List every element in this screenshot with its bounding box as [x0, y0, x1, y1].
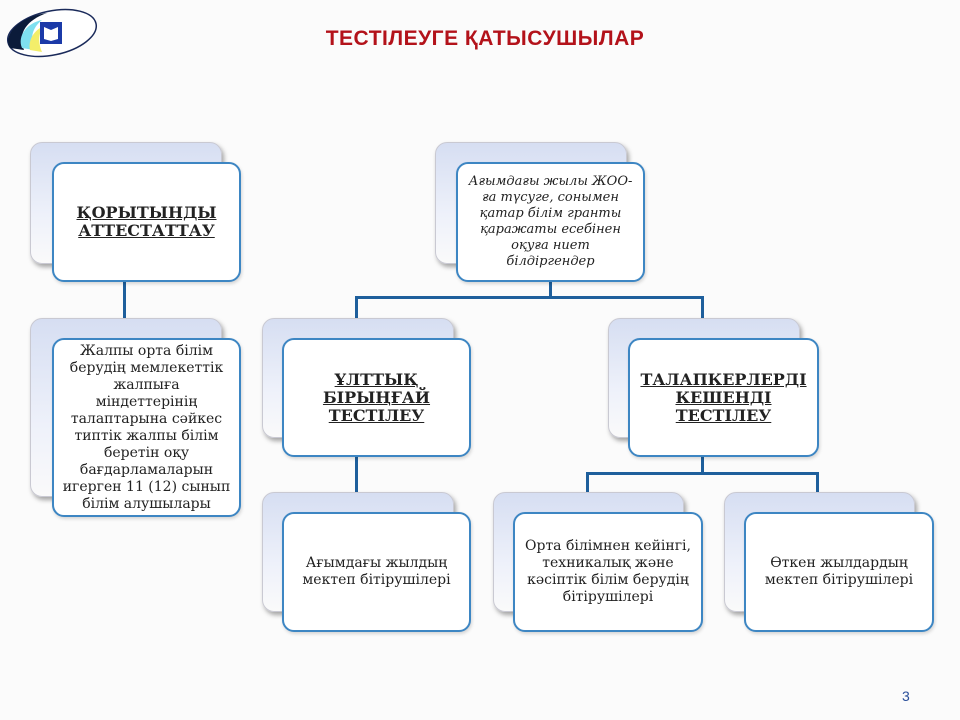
- connector-line: [701, 456, 704, 473]
- connector-line: [355, 456, 358, 492]
- connector-line: [586, 472, 819, 475]
- node-past-graduates: Өткен жылдардың мектеп бітірушілері: [744, 512, 934, 632]
- node-general-secondary: Жалпы орта білім берудің мемлекеттік жал…: [52, 338, 241, 517]
- node-current-applicants: Ағымдағы жылы ЖОО-ға түсуге, сонымен қат…: [456, 162, 645, 282]
- node-complex-testing: ТАЛАПКЕРЛЕРДІ КЕШЕНДІ ТЕСТІЛЕУ: [628, 338, 819, 457]
- connector-line: [123, 281, 126, 338]
- node-final-attestation: ҚОРЫТЫНДЫ АТТЕСТАТТАУ: [52, 162, 241, 282]
- node-unt: ҰЛТТЫҚ БІРЫҢҒАЙ ТЕСТІЛЕУ: [282, 338, 471, 457]
- logo-icon: [6, 8, 98, 58]
- node-current-graduates: Ағымдағы жылдың мектеп бітірушілері: [282, 512, 471, 632]
- page-number: 3: [902, 688, 910, 704]
- connector-line: [549, 281, 552, 298]
- connector-line: [355, 296, 704, 299]
- page-title: ТЕСТІЛЕУГЕ ҚАТЫСУШЫЛАР: [325, 27, 645, 50]
- connector-line: [355, 296, 358, 318]
- connector-line: [816, 472, 819, 492]
- connector-line: [586, 472, 589, 492]
- connector-line: [701, 296, 704, 318]
- node-tvet-graduates: Орта білімнен кейінгі, техникалық және к…: [513, 512, 703, 632]
